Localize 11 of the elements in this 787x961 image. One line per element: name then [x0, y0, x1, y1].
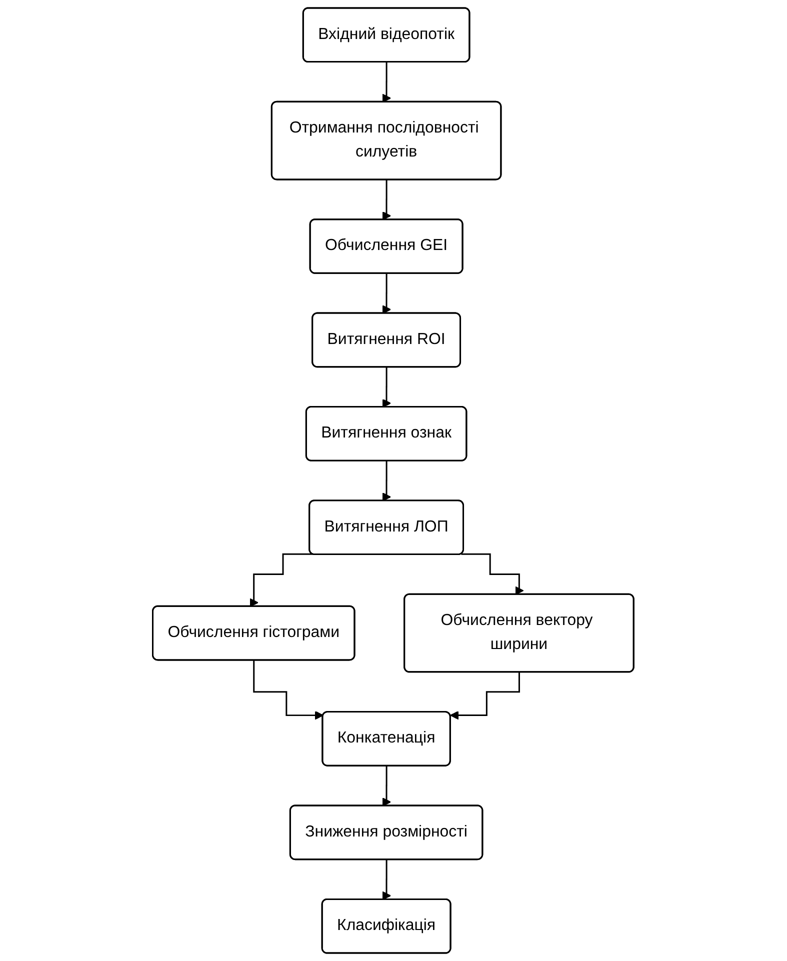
arrow	[382, 179, 392, 220]
arrow	[250, 553, 313, 607]
arrow	[382, 859, 392, 900]
arrow	[253, 660, 324, 720]
arrow	[462, 553, 524, 596]
arrow	[382, 460, 392, 502]
arrow	[382, 62, 392, 103]
arrow	[382, 272, 392, 314]
arrow	[382, 765, 392, 806]
arrow	[382, 366, 392, 408]
arrow	[450, 672, 521, 720]
